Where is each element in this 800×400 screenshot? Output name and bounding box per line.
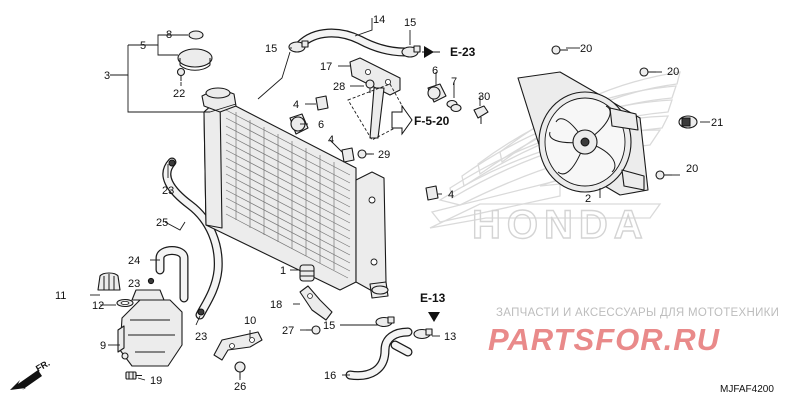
radiator-cap-cover xyxy=(177,48,213,71)
fan-wire-clamp xyxy=(678,115,698,129)
reservoir-tank-assembly xyxy=(97,246,263,380)
callout-4-middle: 4 xyxy=(328,134,334,146)
callout-10: 10 xyxy=(244,315,256,327)
callout-13: 13 xyxy=(444,331,456,343)
hose-clamp-13 xyxy=(413,328,433,340)
collar-7 xyxy=(446,99,462,113)
callout-22: 22 xyxy=(173,88,185,100)
grommet-6-right xyxy=(427,83,447,103)
callout-23-lower: 23 xyxy=(195,331,207,343)
callout-8: 8 xyxy=(166,29,172,41)
honda-wing-watermark: HONDA xyxy=(429,71,681,248)
callout-14: 14 xyxy=(373,14,385,26)
cooling-fan-assembly xyxy=(517,71,649,196)
callout-16: 16 xyxy=(324,370,336,382)
callout-23-middle: 23 xyxy=(128,278,140,290)
radiator-core xyxy=(201,87,389,299)
reservoir-stay xyxy=(213,331,263,361)
watermark-caption: ЗАПЧАСТИ И АКСЕССУАРЫ ДЛЯ МОТОТЕХНИКИ xyxy=(496,307,779,319)
callout-15-lower: 15 xyxy=(323,320,335,332)
lower-mount-grommet xyxy=(299,264,315,282)
bolt-30 xyxy=(473,105,489,124)
lower-bracket xyxy=(299,285,333,321)
callout-3: 3 xyxy=(104,70,110,82)
callout-19: 19 xyxy=(150,375,162,387)
callout-27: 27 xyxy=(282,325,294,337)
callout-4-right: 4 xyxy=(448,189,454,201)
honda-watermark-text: HONDA xyxy=(472,203,649,247)
callout-7: 7 xyxy=(451,76,457,88)
screw-22 xyxy=(176,67,186,81)
bolt-29 xyxy=(357,149,372,159)
callout-numbers: 8 5 3 22 15 14 15 17 28 6 7 30 4 6 4 29 … xyxy=(55,14,723,393)
callout-18: 18 xyxy=(270,299,282,311)
hose-clamp-lower xyxy=(375,316,395,328)
radiator-upper-bracket xyxy=(349,57,401,139)
leader-lines xyxy=(90,18,710,381)
callout-28: 28 xyxy=(333,81,345,93)
callout-30: 30 xyxy=(478,91,490,103)
hose-clamp-upper-right xyxy=(401,45,421,58)
callout-26: 26 xyxy=(234,381,246,393)
grommet-6-left xyxy=(289,113,309,135)
clip-nut-right xyxy=(425,185,439,201)
callout-20-upper: 20 xyxy=(580,43,592,55)
callout-11: 11 xyxy=(55,290,66,302)
hose-clamp-upper-left xyxy=(288,40,309,53)
callout-23-upper: 23 xyxy=(162,185,174,197)
callout-20-lower: 20 xyxy=(686,163,698,175)
bolt-19 xyxy=(125,371,142,380)
callout-12: 12 xyxy=(92,300,104,312)
clip-nut-upper xyxy=(315,95,329,111)
watermark-logo: PARTSFOR.RU xyxy=(488,322,721,357)
callout-15-upper-right: 15 xyxy=(404,17,416,29)
fan-bolt-lower xyxy=(655,170,672,180)
callout-24: 24 xyxy=(128,255,140,267)
reservoir-cap xyxy=(97,272,121,291)
clip-nut-middle xyxy=(341,147,355,163)
fan-bolt-upper xyxy=(551,45,568,55)
front-direction-label: FR. xyxy=(34,358,52,374)
callout-5: 5 xyxy=(140,40,146,52)
callout-6-right: 6 xyxy=(432,65,438,77)
reference-f520-label: F-5-20 xyxy=(414,114,450,128)
drawing-code: MJFAF4200 xyxy=(720,384,774,395)
callout-6-left: 6 xyxy=(318,119,324,131)
reference-e23-label: E-23 xyxy=(450,45,476,59)
reference-e23: E-23 xyxy=(424,45,476,59)
callout-15-upper-left: 15 xyxy=(265,43,277,55)
callout-29: 29 xyxy=(378,149,390,161)
callout-4-upper: 4 xyxy=(293,99,299,111)
callout-2: 2 xyxy=(585,193,591,205)
reservoir-tank xyxy=(119,299,183,367)
reference-f520: F-5-20 xyxy=(391,104,450,136)
callout-25: 25 xyxy=(156,217,168,229)
reference-e13-label: E-13 xyxy=(420,291,446,305)
callout-9: 9 xyxy=(100,340,106,352)
callout-20-middle: 20 xyxy=(667,66,679,78)
callout-21: 21 xyxy=(711,117,723,129)
radiator-cap-label xyxy=(188,30,204,40)
callout-17: 17 xyxy=(320,61,332,73)
bolt-28 xyxy=(365,79,375,93)
front-direction-arrow: FR. xyxy=(10,358,52,390)
bolt-27 xyxy=(306,325,321,335)
callout-1: 1 xyxy=(280,265,286,277)
reference-e13: E-13 xyxy=(420,291,446,322)
